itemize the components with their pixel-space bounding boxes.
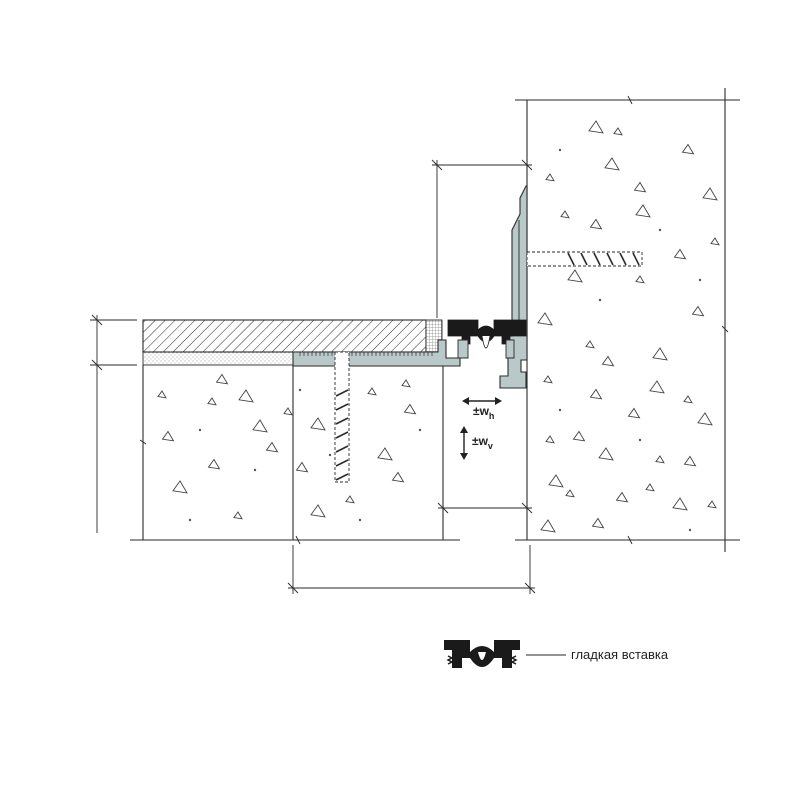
aluminium-profile-right bbox=[499, 185, 528, 389]
vertical-movement-annotation: ±wv bbox=[460, 426, 493, 460]
smooth-insert-icon bbox=[444, 640, 520, 668]
svg-text:±wv: ±wv bbox=[472, 434, 493, 451]
floor-covering-layer bbox=[142, 319, 443, 353]
anchor-dowel-vertical bbox=[334, 351, 350, 483]
svg-text:±wh: ±wh bbox=[473, 404, 494, 421]
movement-subscript-h: h bbox=[489, 411, 495, 421]
movement-symbol-h: ±w bbox=[473, 404, 490, 418]
legend-caption: гладкая вставка bbox=[571, 647, 669, 662]
movement-subscript-v: v bbox=[488, 441, 493, 451]
screed-bedding-layer bbox=[142, 351, 294, 366]
horizontal-movement-annotation: ±wh bbox=[462, 397, 502, 421]
smooth-rubber-insert-section bbox=[447, 319, 527, 359]
dimension-lines bbox=[90, 159, 536, 594]
left-concrete-slab bbox=[130, 365, 460, 545]
movement-symbol-v: ±w bbox=[472, 434, 489, 448]
legend: гладкая вставка bbox=[444, 640, 669, 668]
anchor-dowel-horizontal bbox=[526, 251, 643, 267]
concrete-aggregate-texture bbox=[157, 120, 720, 533]
